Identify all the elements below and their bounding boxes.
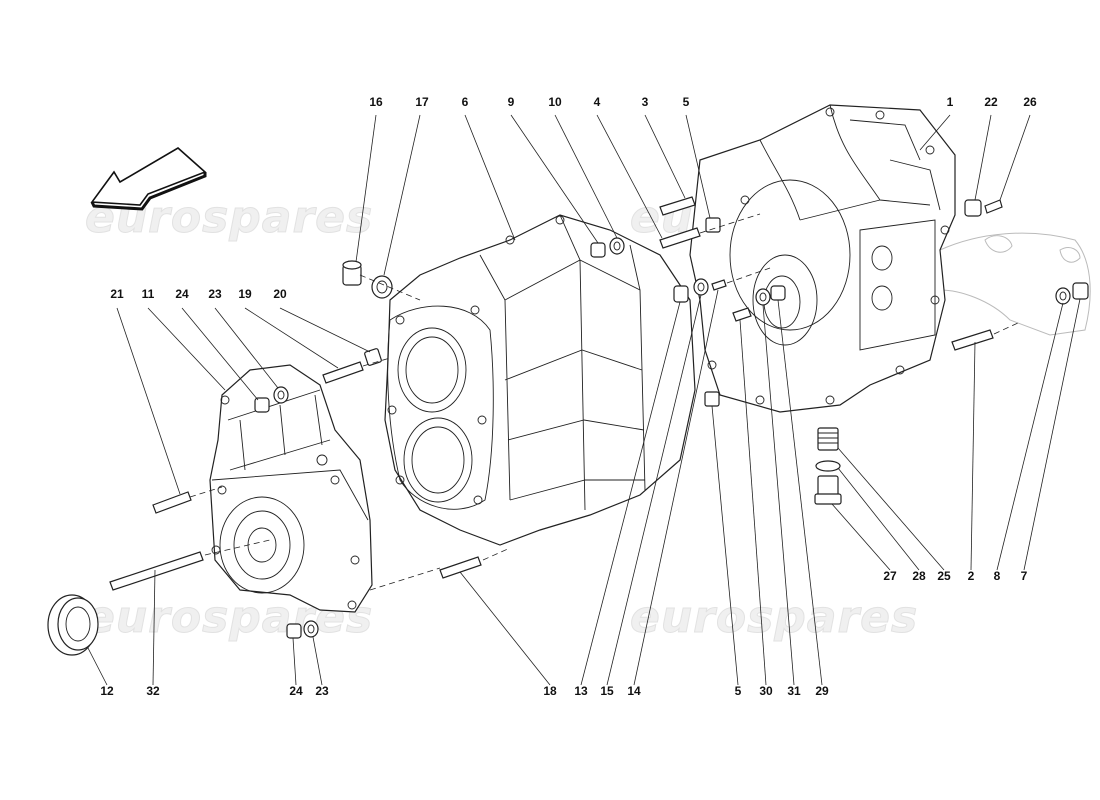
callout-number-5: 5 (735, 684, 742, 698)
callout-number-14: 14 (627, 684, 641, 698)
seal-17 (371, 275, 393, 299)
long-stud-32 (109, 551, 204, 591)
callout-number-1: 1 (947, 95, 954, 109)
callout-number-29: 29 (815, 684, 829, 698)
small-parts (47, 196, 1089, 656)
callout-number-9: 9 (508, 95, 515, 109)
bush-5-bottom (704, 391, 720, 407)
nut-13 (673, 285, 689, 303)
stud-21 (152, 491, 192, 514)
nut-29 (770, 285, 786, 301)
callout-number-31: 31 (787, 684, 801, 698)
callout-number-24: 24 (289, 684, 303, 698)
callout-number-17: 17 (415, 95, 429, 109)
screw-14 (711, 279, 727, 291)
front-direction-arrow (90, 147, 207, 211)
callout-number-21: 21 (110, 287, 124, 301)
callout-number-32: 32 (146, 684, 160, 698)
callout-number-20: 20 (273, 287, 287, 301)
callout-number-18: 18 (543, 684, 557, 698)
callout-number-5: 5 (683, 95, 690, 109)
rear-cover-housing (209, 364, 373, 613)
watermark-bottom-left: eurospares (85, 592, 373, 643)
callout-number-7: 7 (1021, 569, 1028, 583)
callout-number-22: 22 (984, 95, 998, 109)
plug-16 (342, 260, 362, 286)
callout-number-23: 23 (208, 287, 222, 301)
bush-5-top (705, 217, 721, 233)
washer-23-top (273, 386, 289, 404)
washer-28 (815, 460, 841, 472)
nut-9 (590, 242, 606, 258)
plug-27 (814, 475, 842, 505)
callout-number-12: 12 (100, 684, 114, 698)
callout-number-25: 25 (937, 569, 951, 583)
pin-26 (984, 199, 1003, 214)
gearbox-main-case (689, 104, 956, 413)
adjacent-housing-outline (939, 232, 1091, 336)
callout-number-11: 11 (142, 287, 155, 301)
washer-8 (1055, 287, 1071, 305)
callout-number-23: 23 (315, 684, 329, 698)
callout-number-8: 8 (994, 569, 1001, 583)
intermediate-gear-housing (384, 214, 696, 546)
watermark-bottom-right: eurospares (630, 592, 918, 643)
callout-number-16: 16 (369, 95, 383, 109)
stud-4 (659, 227, 701, 249)
plug-22 (964, 199, 982, 217)
leader-lines (87, 114, 1081, 686)
callout-number-6: 6 (462, 95, 469, 109)
callout-number-19: 19 (238, 287, 252, 301)
callout-number-24: 24 (175, 287, 189, 301)
washer-31 (755, 288, 771, 306)
callout-number-27: 27 (883, 569, 897, 583)
callout-number-10: 10 (548, 95, 562, 109)
nut-7 (1072, 282, 1089, 300)
stud-18 (439, 556, 482, 579)
stud-2 (951, 329, 994, 351)
nut-24-bottom (286, 623, 302, 639)
washer-10 (609, 237, 625, 255)
washer-23-bottom (303, 620, 319, 638)
stud-19 (322, 361, 364, 384)
oil-seal-12 (47, 594, 99, 656)
spring-25 (817, 427, 839, 451)
nut-24-top (254, 397, 270, 413)
washer-15 (693, 278, 709, 296)
callout-number-26: 26 (1023, 95, 1037, 109)
stud-3 (659, 196, 696, 216)
callout-number-13: 13 (574, 684, 588, 698)
callout-number-30: 30 (759, 684, 773, 698)
callout-number-28: 28 (912, 569, 926, 583)
callout-number-4: 4 (594, 95, 601, 109)
assembly-axes (189, 213, 1021, 591)
screw-30 (732, 307, 752, 322)
callout-number-3: 3 (642, 95, 649, 109)
bush-20 (364, 348, 382, 366)
callout-number-2: 2 (968, 569, 975, 583)
callout-number-15: 15 (600, 684, 614, 698)
